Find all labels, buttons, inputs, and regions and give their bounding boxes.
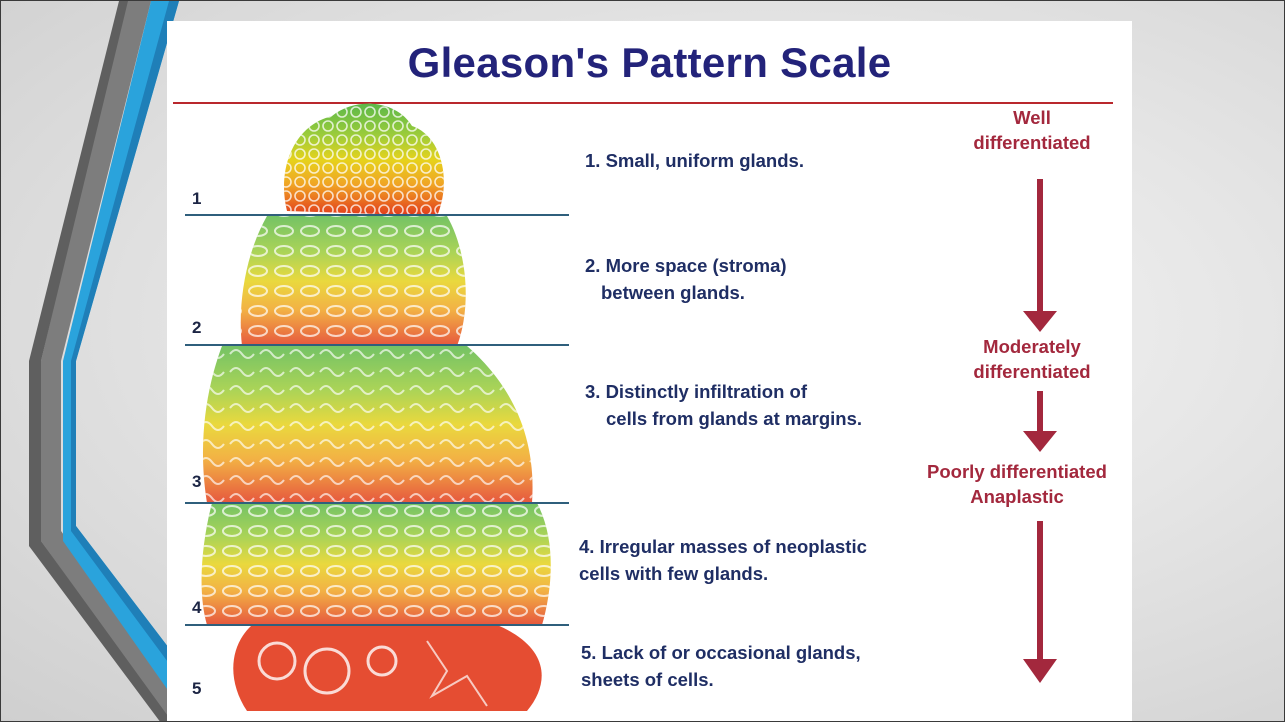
- differentiation-arrows: [167, 21, 1132, 722]
- diagram-panel: Gleason's Pattern Scale: [167, 21, 1132, 722]
- arrow-3-shaft: [1037, 521, 1043, 663]
- arrow-2-shaft: [1037, 391, 1043, 433]
- arrow-1-shaft: [1037, 179, 1043, 314]
- arrow-2-head: [1023, 431, 1057, 452]
- arrow-1-head: [1023, 311, 1057, 332]
- arrow-3-head: [1023, 659, 1057, 683]
